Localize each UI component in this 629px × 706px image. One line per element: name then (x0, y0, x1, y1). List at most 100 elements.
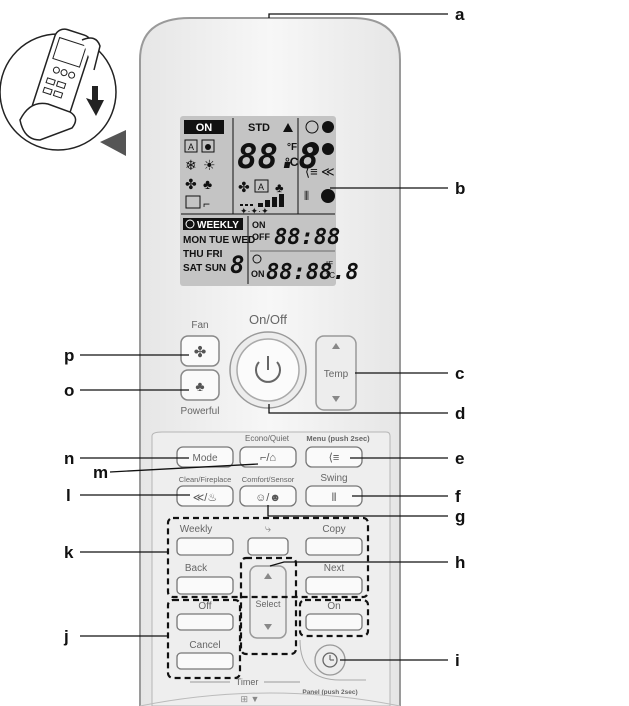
heat-mode-icon: ☀ (203, 157, 216, 173)
back-button[interactable] (176, 576, 234, 595)
back-label: Back (185, 563, 208, 574)
svg-text:A: A (188, 142, 194, 152)
fan-label: Fan (191, 320, 208, 331)
callout-o: o (64, 381, 75, 400)
lcd-days-row3: SAT SUN (183, 263, 226, 274)
callout-p: p (64, 346, 75, 365)
cancel-label: Cancel (189, 640, 220, 651)
select-up-icon (264, 573, 272, 579)
fan-mode-icon: ✤ (185, 176, 197, 192)
callout-g: g (455, 507, 466, 526)
group-j-outline (166, 598, 242, 680)
next-label: Next (324, 563, 345, 574)
clean-icon (321, 189, 335, 203)
powerful-icon: ♣ (195, 378, 204, 394)
temp-button[interactable]: Temp (315, 335, 357, 411)
copy-button[interactable] (305, 537, 363, 556)
callout-i: i (455, 651, 460, 670)
callout-a: a (455, 5, 465, 24)
on-button[interactable] (305, 613, 363, 631)
horizontal-swing-icon: ⫴ (304, 189, 309, 203)
program-button[interactable] (247, 537, 289, 556)
lcd-clock-deg-f: °F (326, 260, 333, 268)
person-icon (322, 143, 334, 155)
lcd-deg-f: °F (287, 142, 297, 153)
select-down-icon (264, 624, 272, 630)
home-leave-icon (185, 195, 201, 209)
lcd-deg-c: °C (285, 155, 299, 169)
fireplace-icon: ≪ (321, 164, 335, 179)
menu-icon: ⟨≡ (329, 452, 340, 464)
select-button[interactable]: Select (249, 565, 287, 639)
lcd-temp-digits: 88.8 (237, 137, 319, 177)
swing-label: Swing (320, 473, 347, 484)
fan-level-icon: ✦·✦·✦ (240, 206, 269, 216)
callout-k: k (64, 543, 74, 562)
callout-m: m (93, 463, 109, 482)
clean-fireplace-icon: ≪/♨ (193, 492, 217, 504)
timer-label: Timer (236, 677, 259, 687)
econo-quiet-label: Econo/Quiet (245, 434, 290, 443)
off-label: Off (198, 601, 211, 612)
swing-icon: ⫴ (332, 492, 337, 504)
auto-mode-icon (184, 139, 198, 153)
cancel-button[interactable] (176, 652, 234, 670)
fan-auto-icon (254, 179, 269, 193)
lcd-clock-1: 88:88 (274, 225, 340, 250)
mode-button[interactable]: Mode (176, 446, 234, 468)
fan-icon: ✤ (194, 344, 207, 361)
callout-n: n (64, 449, 75, 468)
select-label: Select (255, 599, 281, 609)
econo-quiet-button[interactable]: ⌐/⌂ (239, 446, 297, 468)
temp-up-icon (332, 343, 340, 349)
fan-button[interactable]: ✤ (180, 335, 220, 367)
mode-label: Mode (192, 453, 217, 464)
sensor-icon (322, 121, 334, 133)
menu-label: Menu (push 2sec) (306, 434, 370, 443)
comfort-sensor-icon: ☺/☻ (255, 492, 281, 504)
svg-text:A: A (258, 182, 264, 192)
lcd-days-row2: THU FRI (183, 249, 223, 260)
next-button[interactable] (305, 576, 363, 595)
callout-b: b (455, 179, 466, 198)
copy-label: Copy (322, 524, 345, 535)
clock-mode-icon (305, 142, 319, 156)
program-icon: ⤷ (265, 523, 272, 535)
lcd-timer-off: OFF (252, 232, 270, 242)
off-button[interactable] (176, 613, 234, 631)
lcd-timer-on: ON (252, 220, 266, 230)
swing-icon: ⟨≡ (305, 164, 318, 179)
temp-down-icon (332, 396, 340, 402)
dry-mode-icon (201, 139, 215, 153)
powerful-button[interactable]: ♣ (180, 369, 220, 401)
callout-h: h (455, 553, 466, 572)
triangle-icon (100, 130, 126, 156)
lcd-day-digit: 8 (230, 251, 244, 279)
callout-f: f (455, 487, 461, 506)
comfort-icon (305, 120, 319, 134)
on-off-button[interactable] (229, 331, 307, 409)
arrow-down-icon (86, 86, 104, 116)
power-icon (255, 361, 281, 383)
weekly-button[interactable] (176, 537, 234, 556)
menu-button[interactable]: ⟨≡ (305, 446, 363, 468)
callout-l: l (66, 486, 71, 505)
econo-icon: ⌐ (203, 197, 210, 211)
group-k-outline (166, 516, 370, 599)
panel-label: Panel (push 2sec) (302, 689, 357, 696)
lcd-clock-2: 88:88.8 (266, 260, 359, 285)
comfort-sensor-label: Comfort/Sensor (242, 475, 295, 484)
lcd-on-indicator: ON (196, 122, 213, 134)
cool-mode-icon: ❄ (185, 157, 197, 173)
comfort-sensor-button[interactable]: ☺/☻ (239, 485, 297, 507)
clock-icon (252, 254, 262, 264)
clean-fireplace-button[interactable]: ≪/♨ (176, 485, 234, 507)
lcd-std-label: STD (248, 122, 270, 134)
clock-icon (322, 652, 338, 668)
on-label: On (327, 601, 340, 612)
powerful-icon: ♣ (203, 176, 212, 192)
lcd-weekly-label: WEEKLY (197, 220, 239, 231)
callout-d: d (455, 404, 466, 423)
lcd-timer-on-2: ON (251, 269, 265, 279)
lcd-days-row1: MON TUE WED (183, 235, 255, 246)
